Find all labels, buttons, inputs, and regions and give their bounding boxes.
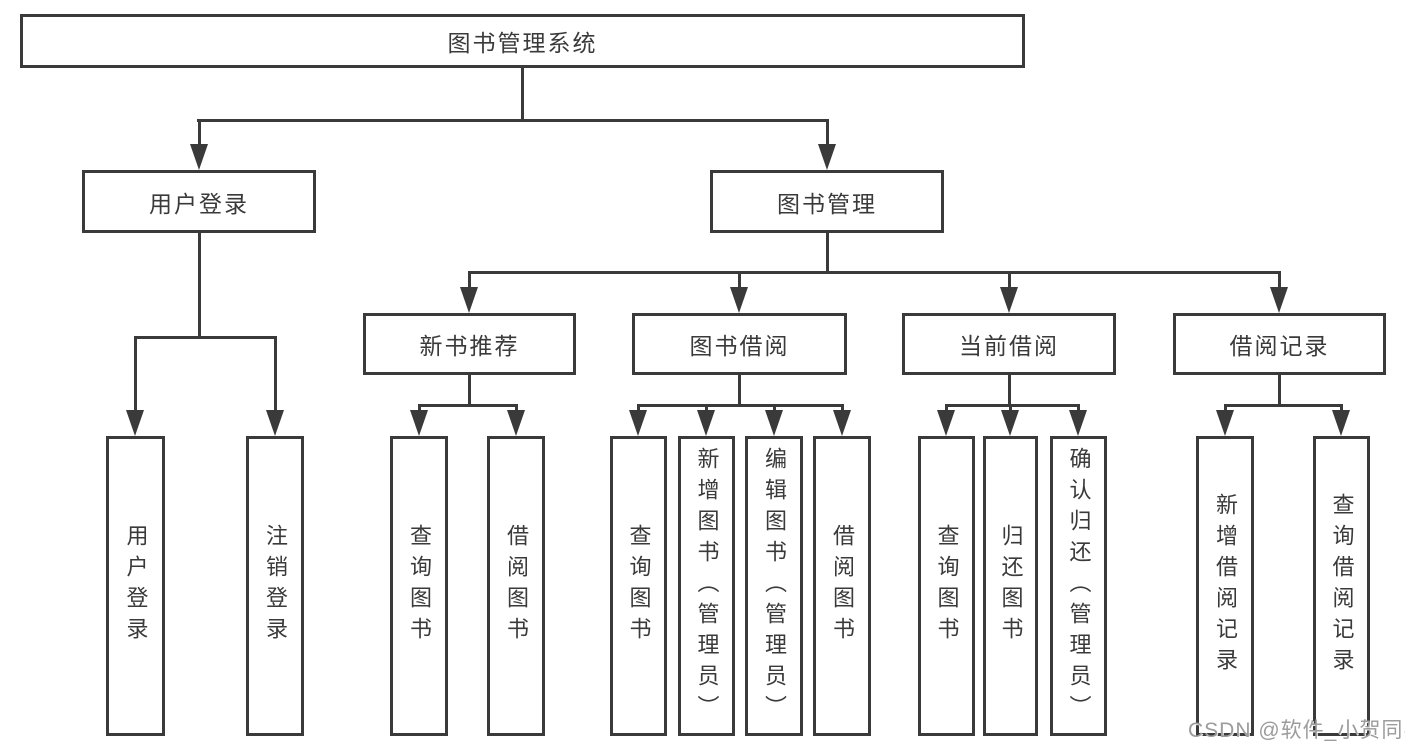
- arrowhead-confirm-return: [1069, 410, 1087, 436]
- leaf-query-books-borrowing: 查询图书: [610, 436, 667, 736]
- leaf-confirm-return-admin: 确认归还（管理员）: [1050, 436, 1107, 736]
- connector-drop-borrow-recommend: [515, 404, 518, 412]
- leaf-add-books-admin: 新增图书（管理员）: [678, 436, 735, 736]
- node-borrowing-records: 借阅记录: [1173, 313, 1386, 375]
- connector-drop-leaf-user-login: [134, 336, 137, 412]
- connector-rail-book-borrowing: [637, 404, 844, 407]
- leaf-query-borrowing-record: 查询借阅记录: [1313, 436, 1370, 736]
- arrowhead-current-borrowing: [1000, 287, 1018, 313]
- connector-drop-query-current: [945, 404, 948, 412]
- connector-rail-current-borrowing: [945, 404, 1080, 407]
- arrowhead-add-book: [697, 410, 715, 436]
- arrowhead-borrow-recommend: [507, 410, 525, 436]
- node-new-book-recommendation: 新书推荐: [363, 313, 576, 375]
- connector-drop-book-borrowing: [738, 271, 741, 289]
- connector-drop-query-borrowing: [637, 404, 640, 412]
- connector-rail-level2: [468, 271, 1281, 274]
- connector-drop-return-book: [1009, 404, 1012, 412]
- connector-drop-leaf-logout: [274, 336, 277, 412]
- leaf-borrow-books-recommend: 借阅图书: [487, 436, 545, 736]
- connector-drop-borrow-borrowing: [841, 404, 844, 412]
- node-user-login: 用户登录: [82, 170, 316, 233]
- arrowhead-query-record: [1332, 410, 1350, 436]
- arrowhead-book-management: [818, 144, 836, 170]
- arrowhead-borrowing-records: [1270, 287, 1288, 313]
- leaf-query-books-current: 查询图书: [918, 436, 975, 736]
- connector-new-book-stub: [468, 375, 471, 406]
- connector-root-stub: [521, 68, 524, 121]
- connector-drop-query-record: [1340, 404, 1343, 412]
- arrowhead-query-borrowing: [629, 410, 647, 436]
- connector-drop-user-login: [198, 119, 201, 146]
- leaf-user-login: 用户登录: [106, 436, 165, 736]
- arrowhead-borrow-borrowing: [833, 410, 851, 436]
- connector-book-borrowing-stub: [738, 375, 741, 406]
- connector-drop-add-book: [705, 404, 708, 412]
- arrowhead-leaf-logout: [266, 410, 284, 436]
- arrowhead-return-book: [1001, 410, 1019, 436]
- leaf-query-books-recommend: 查询图书: [390, 436, 448, 736]
- arrowhead-edit-book: [765, 410, 783, 436]
- leaf-logout: 注销登录: [246, 436, 304, 736]
- arrowhead-user-login: [190, 144, 208, 170]
- arrowhead-book-borrowing: [730, 287, 748, 313]
- connector-drop-confirm-return: [1077, 404, 1080, 412]
- connector-rail-user-login: [134, 336, 276, 339]
- connector-drop-current-borrowing: [1008, 271, 1011, 289]
- connector-drop-query-recommend: [418, 404, 421, 412]
- connector-drop-edit-book: [773, 404, 776, 412]
- connector-rail-borrowing-records: [1224, 404, 1343, 407]
- node-book-borrowing: 图书借阅: [632, 313, 847, 375]
- arrowhead-query-recommend: [410, 410, 428, 436]
- node-library-management-system: 图书管理系统: [20, 14, 1025, 68]
- connector-drop-add-record: [1224, 404, 1227, 412]
- arrowhead-add-record: [1216, 410, 1234, 436]
- connector-rail-new-book: [418, 404, 518, 407]
- leaf-add-borrowing-record: 新增借阅记录: [1196, 436, 1254, 736]
- connector-drop-book-management: [826, 119, 829, 146]
- connector-drop-borrowing-records: [1278, 271, 1281, 289]
- node-current-borrowing: 当前借阅: [902, 313, 1116, 375]
- connector-user-login-stub: [198, 233, 201, 338]
- connector-borrowing-records-stub: [1278, 375, 1281, 406]
- connector-drop-new-book: [468, 271, 471, 289]
- leaf-edit-books-admin: 编辑图书（管理员）: [745, 436, 803, 736]
- leaf-return-books: 归还图书: [983, 436, 1038, 736]
- leaf-borrow-books-borrowing: 借阅图书: [813, 436, 871, 736]
- node-book-management: 图书管理: [710, 170, 944, 233]
- arrowhead-query-current: [937, 410, 955, 436]
- connector-rail-level1: [197, 119, 829, 122]
- connector-current-borrowing-stub: [1008, 375, 1011, 406]
- arrowhead-leaf-user-login: [126, 410, 144, 436]
- arrowhead-new-book: [460, 287, 478, 313]
- csdn-watermark: CSDN @软件_小贺同学: [1188, 719, 1405, 742]
- connector-book-management-stub: [826, 233, 829, 273]
